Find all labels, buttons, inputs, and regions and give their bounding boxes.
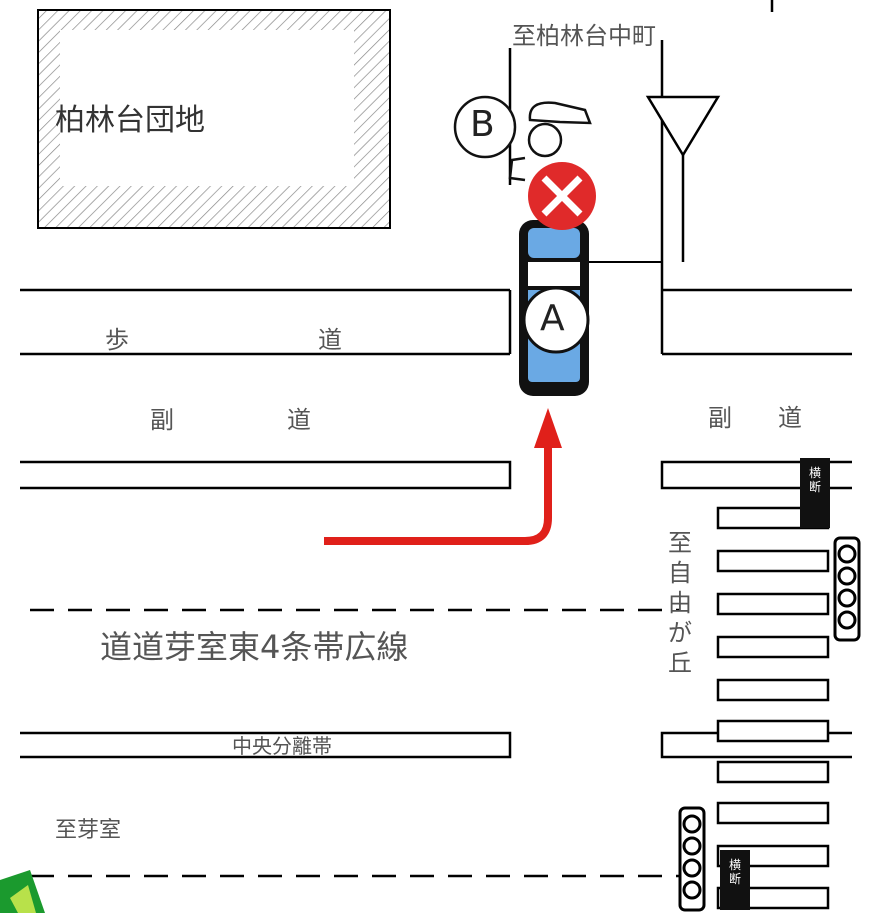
lane-dashed-lines: [30, 608, 680, 878]
side-road-right-label-2: 道: [778, 404, 802, 432]
marker-a-label: A: [540, 298, 565, 339]
median-strip-label: 中央分離帯: [232, 734, 332, 758]
destination-west-label: 至芽室: [55, 818, 122, 843]
crossing-sign-icon: [800, 458, 830, 528]
traffic-light-icon: [678, 806, 706, 912]
destination-east-label: 至自由が丘: [668, 529, 692, 677]
crossing-sign-text: 横断: [728, 858, 741, 886]
sidewalk-label-1: 歩: [105, 326, 129, 354]
turn-arrow-icon: [324, 408, 562, 545]
crosswalk: [716, 506, 830, 910]
sidewalk-label-2: 道: [318, 326, 342, 354]
crossing-sign-text: 横断: [808, 466, 821, 494]
side-road-right-label-1: 副: [708, 404, 732, 432]
housing-complex-block: [37, 9, 391, 229]
housing-complex-label: 柏林台団地: [55, 103, 205, 138]
stop-sign-icon: [645, 95, 721, 262]
destination-north-label: 至柏林台中町: [512, 22, 656, 50]
main-road-label: 道道芽室東4条帯広線: [100, 628, 409, 666]
pedestrian-b-icon: [453, 95, 592, 182]
car-a-icon: [519, 220, 590, 396]
side-road-left-label-1: 副: [150, 406, 174, 434]
collision-mark-icon: [528, 162, 596, 230]
traffic-light-icon: [833, 536, 861, 642]
side-road-left-label-2: 道: [287, 406, 311, 434]
marker-b-label: B: [470, 104, 495, 145]
crossing-sign-icon: [720, 850, 750, 910]
